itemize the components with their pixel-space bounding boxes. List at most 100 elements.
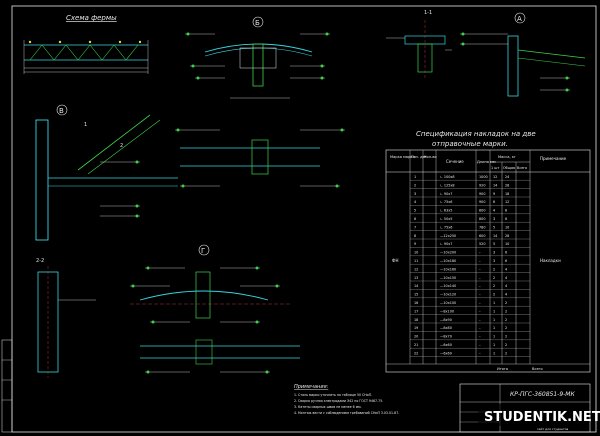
spec-cell-pos: 7 bbox=[414, 225, 416, 229]
spec-cell-pos: 12 bbox=[414, 267, 418, 271]
spec-cell-m1: 1 bbox=[493, 326, 495, 330]
spec-header-section: Сечение bbox=[446, 159, 464, 164]
spec-cell-pos: 8 bbox=[414, 234, 416, 238]
spec-cell-m1: 2 bbox=[493, 284, 495, 288]
spec-cell-length: – bbox=[479, 309, 481, 313]
spec-left-mark: ФН bbox=[392, 258, 398, 263]
spec-cell-pos: 20 bbox=[414, 335, 418, 339]
spec-cell-m1: 1 bbox=[493, 318, 495, 322]
spec-cell-mall: 2 bbox=[505, 318, 507, 322]
spec-cell-length: 520 bbox=[479, 242, 485, 246]
spec-cell-length: – bbox=[479, 326, 481, 330]
spec-cell-section: —8х90 bbox=[440, 318, 452, 322]
spec-cell-section: ∟ 75х6 bbox=[440, 225, 452, 229]
spec-cell-mall: 2 bbox=[505, 309, 507, 313]
spec-cell-mall: 2 bbox=[505, 343, 507, 347]
spec-cell-length: – bbox=[479, 251, 481, 255]
spec-footer-all: Всего bbox=[532, 367, 543, 371]
spec-cell-pos: 9 bbox=[414, 242, 416, 246]
spec-title-line1: Спецификация накладок на две bbox=[416, 130, 536, 138]
spec-cell-m1: 3 bbox=[493, 217, 495, 221]
spec-cell-section: —10х180 bbox=[440, 259, 456, 263]
spec-cell-section: —10х120 bbox=[440, 293, 456, 297]
spec-cell-mall: 28 bbox=[505, 183, 509, 187]
truss-scheme-title: Схема фермы bbox=[66, 14, 117, 22]
spec-cell-section: —8х100 bbox=[440, 309, 454, 313]
spec-header-qty: Кол-во bbox=[424, 155, 437, 159]
spec-cell-length: – bbox=[479, 267, 481, 271]
spec-cell-pos: 6 bbox=[414, 217, 416, 221]
sheet-frame bbox=[11, 5, 597, 433]
spec-header-mass: Масса, кг bbox=[498, 155, 516, 159]
spec-cell-pos: 21 bbox=[414, 343, 418, 347]
spec-cell-m1: 12 bbox=[493, 175, 497, 179]
spec-cell-mall: 12 bbox=[505, 200, 509, 204]
spec-cell-pos: 4 bbox=[414, 200, 416, 204]
node-view-a: А bbox=[460, 12, 586, 97]
spec-cell-length: 780 bbox=[479, 225, 485, 229]
spec-cell-pos: 22 bbox=[414, 351, 418, 355]
node-view-g: Г bbox=[130, 244, 300, 374]
spec-cell-length: 900 bbox=[479, 192, 485, 196]
stamp-code: КР-ПГС-360851-9-МК bbox=[510, 391, 575, 398]
spec-cell-length: – bbox=[479, 301, 481, 305]
spec-header-mass-one: 1 шт bbox=[491, 166, 499, 170]
spec-cell-m1: 4 bbox=[493, 209, 495, 213]
spec-header-mass-total: Всего bbox=[517, 166, 527, 170]
node-view-v: В 1 2 bbox=[35, 104, 178, 241]
spec-header-mark: Марка марки bbox=[390, 155, 415, 159]
spec-cell-length: – bbox=[479, 318, 481, 322]
spec-cell-mall: 10 bbox=[505, 225, 509, 229]
view-b-label: Б bbox=[255, 19, 260, 27]
spec-cell-length: 900 bbox=[479, 200, 485, 204]
spec-cell-mall: 2 bbox=[505, 335, 507, 339]
spec-cell-section: —6х60 bbox=[440, 351, 452, 355]
section-1-1: 1-1 bbox=[386, 10, 452, 80]
spec-cell-m1: 14 bbox=[493, 183, 497, 187]
spec-cell-mall: 8 bbox=[505, 209, 507, 213]
spec-cell-mall: 2 bbox=[505, 326, 507, 330]
spec-cell-section: —10х140 bbox=[440, 284, 456, 288]
spec-cell-length: – bbox=[479, 351, 481, 355]
spec-cell-mall: 6 bbox=[505, 217, 507, 221]
spec-cell-pos: 11 bbox=[414, 259, 418, 263]
spec-header-pos: Поз. дет. bbox=[411, 155, 428, 159]
spec-cell-length: – bbox=[479, 343, 481, 347]
notes-block: Примечания: 1. Сталь марки уточнить по т… bbox=[294, 384, 399, 415]
spec-cell-m1: 3 bbox=[493, 251, 495, 255]
spec-cell-length: – bbox=[479, 335, 481, 339]
spec-cell-section: —10х160 bbox=[440, 267, 456, 271]
spec-cell-m1: 2 bbox=[493, 293, 495, 297]
spec-cell-mall: 4 bbox=[505, 276, 507, 280]
spec-header-note: Примечание bbox=[540, 156, 567, 161]
spec-cell-pos: 1 bbox=[414, 175, 416, 179]
spec-cell-section: —12х250 bbox=[440, 234, 456, 238]
section-1-1-label: 1-1 bbox=[424, 10, 432, 16]
spec-cell-m1: 1 bbox=[493, 335, 495, 339]
spec-cell-m1: 1 bbox=[493, 301, 495, 305]
spec-cell-section: ∟ 50х5 bbox=[440, 217, 452, 221]
spec-cell-m1: 1 bbox=[493, 351, 495, 355]
spec-cell-mall: 4 bbox=[505, 267, 507, 271]
note-3: 3. Катеты сварных швов не менее 6 мм. bbox=[294, 405, 362, 409]
spec-cell-section: ∟ 63х5 bbox=[440, 209, 452, 213]
spec-cell-mall: 4 bbox=[505, 284, 507, 288]
watermark-subtext: сайт для студентов bbox=[537, 427, 569, 431]
spec-cell-length: 920 bbox=[479, 183, 485, 187]
note-1: 1. Сталь марки уточнить по таблице 50 СН… bbox=[294, 393, 372, 397]
spec-cell-section: —10х150 bbox=[440, 276, 456, 280]
spec-cell-section: ∟ 90х7 bbox=[440, 192, 452, 196]
section-2-2-label: 2-2 bbox=[36, 258, 44, 264]
watermark-text: STUDENTIK.NET bbox=[484, 410, 600, 425]
view-a-label: А bbox=[517, 15, 522, 23]
spec-cell-pos: 5 bbox=[414, 209, 416, 213]
spec-cell-pos: 18 bbox=[414, 318, 418, 322]
spec-cell-pos: 2 bbox=[414, 183, 416, 187]
spec-cell-length: – bbox=[479, 293, 481, 297]
spec-cell-section: ∟ 125х8 bbox=[440, 183, 455, 187]
spec-cell-section: —6х60 bbox=[440, 343, 452, 347]
spec-cell-section: ∟ 75х6 bbox=[440, 200, 452, 204]
spec-cell-mall: 6 bbox=[505, 259, 507, 263]
